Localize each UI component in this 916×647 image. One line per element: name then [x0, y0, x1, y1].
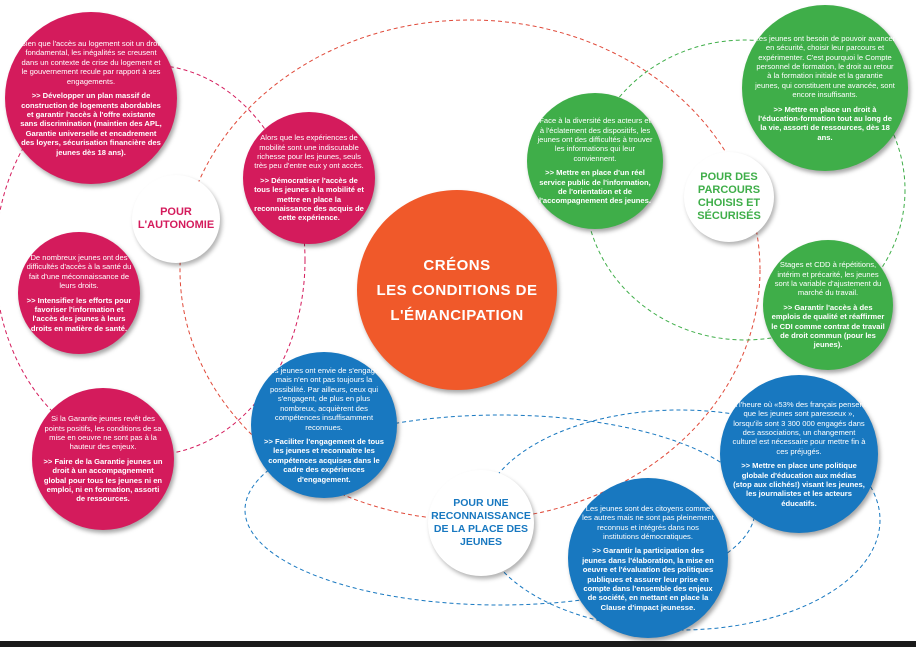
bubble-engagement: Les jeunes ont envie de s'engager mais n… [251, 352, 397, 498]
bubble-logement-text: Bien que l'accès au logement soit un dro… [20, 39, 162, 86]
bubble-engagement-action: >> Faciliter l'engagement de tous les je… [264, 436, 384, 484]
theme-parcours-line: CHOISIS ET [697, 197, 761, 209]
bubble-mobilite-action: >> Démocratiser l'accès de tous les jeun… [254, 175, 364, 223]
theme-reconnaissance-line: POUR UNE [453, 497, 509, 509]
center-title: CRÉONS LES CONDITIONS DE L'ÉMANCIPATION [357, 190, 557, 390]
bubble-logement: Bien que l'accès au logement soit un dro… [5, 12, 177, 184]
bubble-mobilite: Alors que les expériences de mobilité so… [243, 112, 375, 244]
center-title-line: LES CONDITIONS DE [376, 281, 538, 299]
bubble-engagement-text: Les jeunes ont envie de s'engager mais n… [266, 366, 382, 432]
bubble-citoyens-text: Les jeunes sont des citoyens comme les a… [582, 503, 714, 541]
bubble-logement-action: >> Développer un plan massif de construc… [20, 91, 162, 157]
bubble-mobilite-text: Alors que les expériences de mobilité so… [254, 133, 364, 171]
theme-reconnaissance-line: DE LA PLACE DES [433, 523, 529, 535]
center-title-line: L'ÉMANCIPATION [390, 306, 524, 324]
bubble-emploi-action: >> Garantir l'accès à des emplois de qua… [771, 302, 885, 350]
theme-parcours-line: PARCOURS [697, 184, 761, 196]
theme-parcours-line: POUR DES [700, 171, 758, 183]
theme-autonomie-line: L'AUTONOMIE [137, 219, 215, 231]
theme-autonomie: POUR L'AUTONOMIE [132, 175, 220, 263]
bubble-sante: De nombreux jeunes ont des difficultés d… [18, 232, 140, 354]
theme-parcours-line: SÉCURISÉS [697, 210, 761, 222]
bubble-sante-action: >> Intensifier les efforts pour favorise… [26, 295, 132, 333]
bubble-information-action: >> Mettre en place d'un réel service pub… [539, 168, 651, 206]
bubble-information-text: Face à la diversité des acteurs et à l'é… [537, 116, 653, 163]
theme-reconnaissance-line: JEUNES [459, 536, 502, 548]
bubble-medias-text: A l'heure où «53% des français pensent q… [732, 399, 866, 456]
bubble-garantie-text: Si la Garantie jeunes revêt des points p… [44, 414, 162, 452]
bottom-border [0, 641, 916, 647]
theme-parcours: POUR DES PARCOURS CHOISIS ET SÉCURISÉS [684, 152, 774, 242]
theme-autonomie-line: POUR [160, 206, 192, 218]
bubble-medias: A l'heure où «53% des français pensent q… [720, 375, 878, 533]
bubble-emploi: Stages et CDD à répétitions, intérim et … [763, 240, 893, 370]
theme-reconnaissance: POUR UNE RECONNAISSANCE DE LA PLACE DES … [428, 470, 534, 576]
bubble-garantie: Si la Garantie jeunes revêt des points p… [32, 388, 174, 530]
bubble-information: Face à la diversité des acteurs et à l'é… [527, 93, 663, 229]
theme-reconnaissance-line: RECONNAISSANCE [431, 510, 531, 522]
bubble-formation: Les jeunes ont besoin de pouvoir avancer… [742, 5, 908, 171]
bubble-citoyens: Les jeunes sont des citoyens comme les a… [568, 478, 728, 638]
center-title-line: CRÉONS [423, 256, 491, 274]
bubble-medias-action: >> Mettre en place une politique globale… [733, 461, 865, 508]
bubble-formation-text: Les jeunes ont besoin de pouvoir avancer… [754, 33, 896, 100]
bubble-sante-text: De nombreux jeunes ont des difficultés d… [26, 252, 132, 291]
bubble-emploi-text: Stages et CDD à répétitions, intérim et … [774, 260, 882, 298]
bubble-garantie-action: >> Faire de la Garantie jeunes un droit … [43, 456, 163, 504]
bubble-formation-action: >> Mettre en place un droit à l'éducatio… [758, 104, 892, 142]
bubble-citoyens-action: >> Garantir la participation des jeunes … [582, 546, 714, 612]
main-ring [179, 19, 761, 521]
